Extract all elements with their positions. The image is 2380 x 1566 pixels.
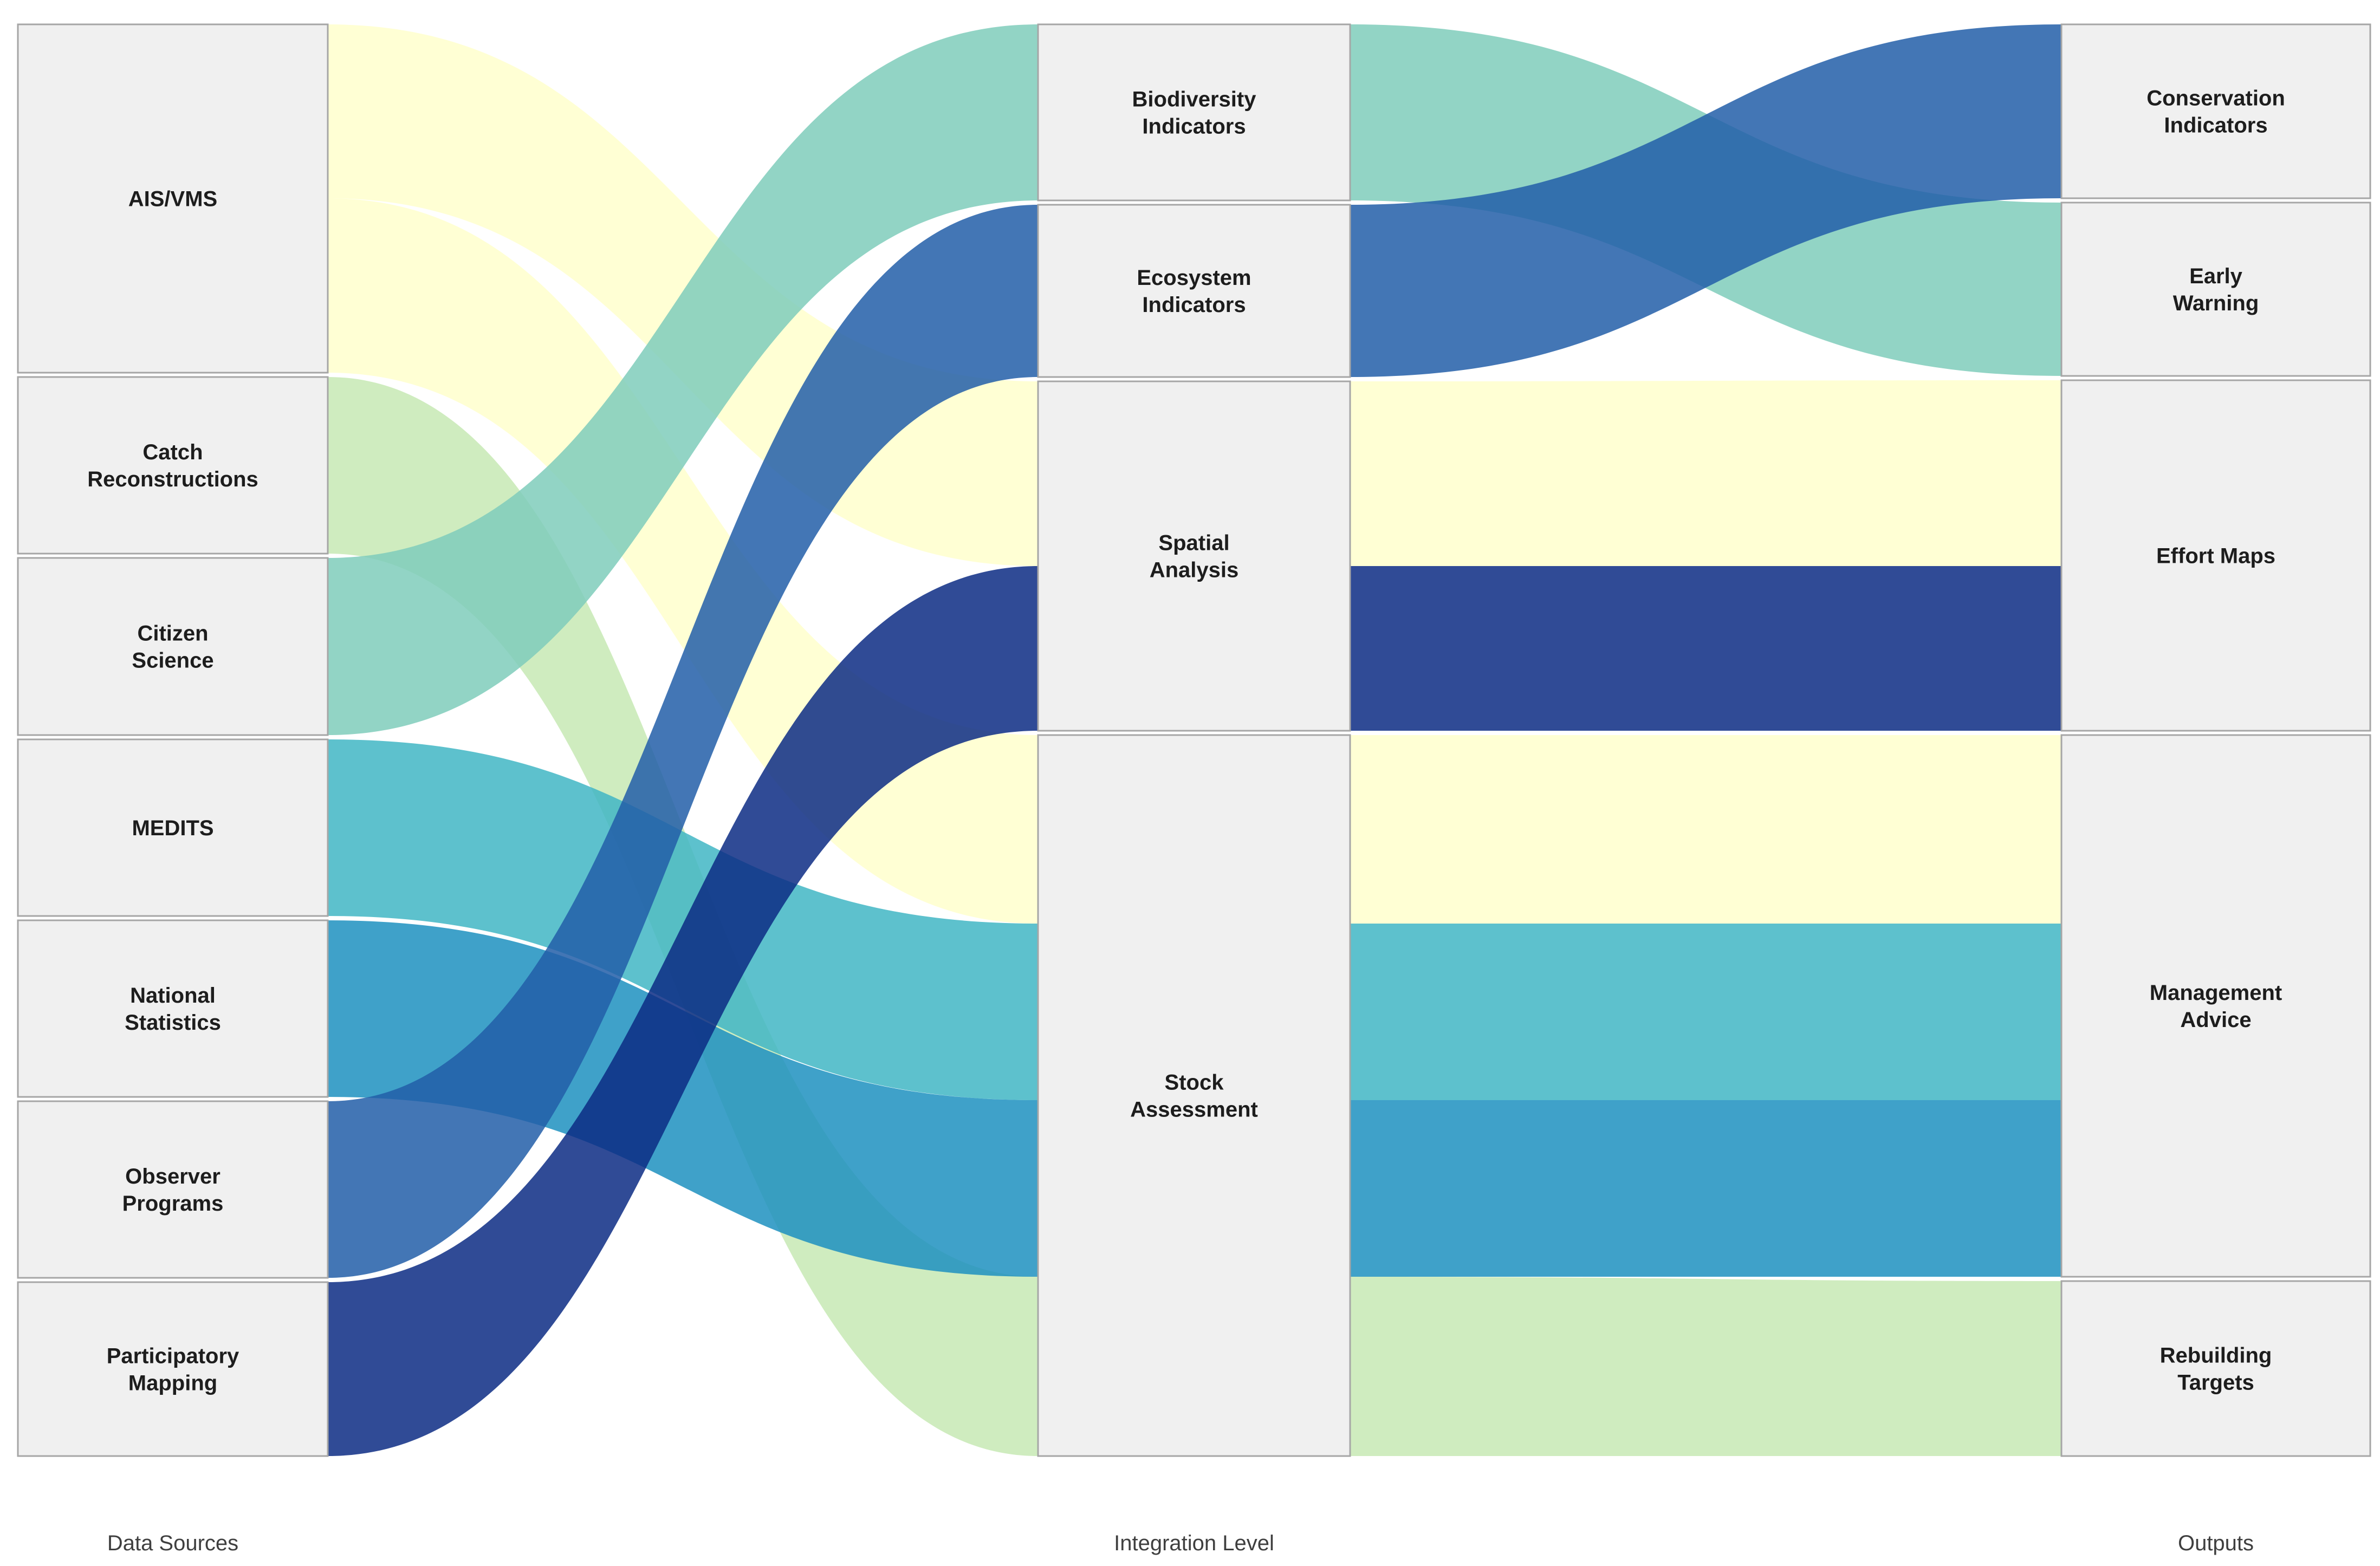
sankey-node-label-medits: MEDITS: [132, 816, 213, 840]
sankey-link-stock-assessment--management-advice[interactable]: [1350, 924, 2061, 1100]
sankey-node-observer-programs[interactable]: [17, 1100, 329, 1279]
sankey-link-stock-assessment--rebuilding-targets[interactable]: [1350, 1277, 2061, 1456]
column-labels: Data Sources Integration Level Outputs: [107, 1531, 2254, 1555]
sankey-node-spatial-analysis[interactable]: [1037, 380, 1351, 732]
sankey-node-effort-maps[interactable]: [2060, 379, 2371, 732]
sankey-link-ecosystem-indicators--conservation-indicators[interactable]: [1350, 24, 2061, 377]
sankey-link-citizen-science--biodiversity-indicators[interactable]: [328, 24, 1038, 735]
sankey-links: [328, 24, 2061, 1456]
sankey-node-medits[interactable]: [17, 738, 329, 917]
sankey-node-label-ais-vms: AIS/VMS: [128, 187, 217, 211]
sankey-node-early-warning[interactable]: [2060, 202, 2371, 377]
sankey-link-participatory-mapping--spatial-analysis[interactable]: [328, 566, 1038, 1456]
sankey-node-conservation-indicators[interactable]: [2060, 23, 2371, 199]
sankey-node-national-statistics[interactable]: [17, 919, 329, 1098]
column-label-integration-level: Integration Level: [1114, 1531, 1274, 1555]
sankey-link-spatial-analysis--effort-maps[interactable]: [1350, 380, 2061, 566]
sankey-link-medits--stock-assessment[interactable]: [328, 739, 1038, 1100]
sankey-node-label-effort-maps: Effort Maps: [2156, 544, 2275, 568]
sankey-node-management-advice[interactable]: [2060, 734, 2371, 1278]
sankey-node-catch-reconstructions[interactable]: [17, 376, 329, 555]
sankey-link-spatial-analysis--effort-maps[interactable]: [1350, 566, 2061, 731]
sankey-node-participatory-mapping[interactable]: [17, 1281, 329, 1457]
sankey-link-stock-assessment--management-advice[interactable]: [1350, 1100, 2061, 1277]
sankey-node-rebuilding-targets[interactable]: [2060, 1280, 2371, 1457]
sankey-link-stock-assessment--management-advice[interactable]: [1350, 735, 2061, 924]
sankey-node-citizen-science[interactable]: [17, 557, 329, 736]
column-label-data-sources: Data Sources: [107, 1531, 238, 1555]
sankey-nodes: [17, 23, 2371, 1457]
sankey-node-biodiversity-indicators[interactable]: [1037, 23, 1351, 202]
column-label-outputs: Outputs: [2178, 1531, 2254, 1555]
sankey-node-ecosystem-indicators[interactable]: [1037, 204, 1351, 378]
sankey-node-ais-vms[interactable]: [17, 23, 329, 374]
sankey-node-stock-assessment[interactable]: [1037, 734, 1351, 1457]
sankey-link-observer-programs--ecosystem-indicators[interactable]: [328, 205, 1038, 1278]
